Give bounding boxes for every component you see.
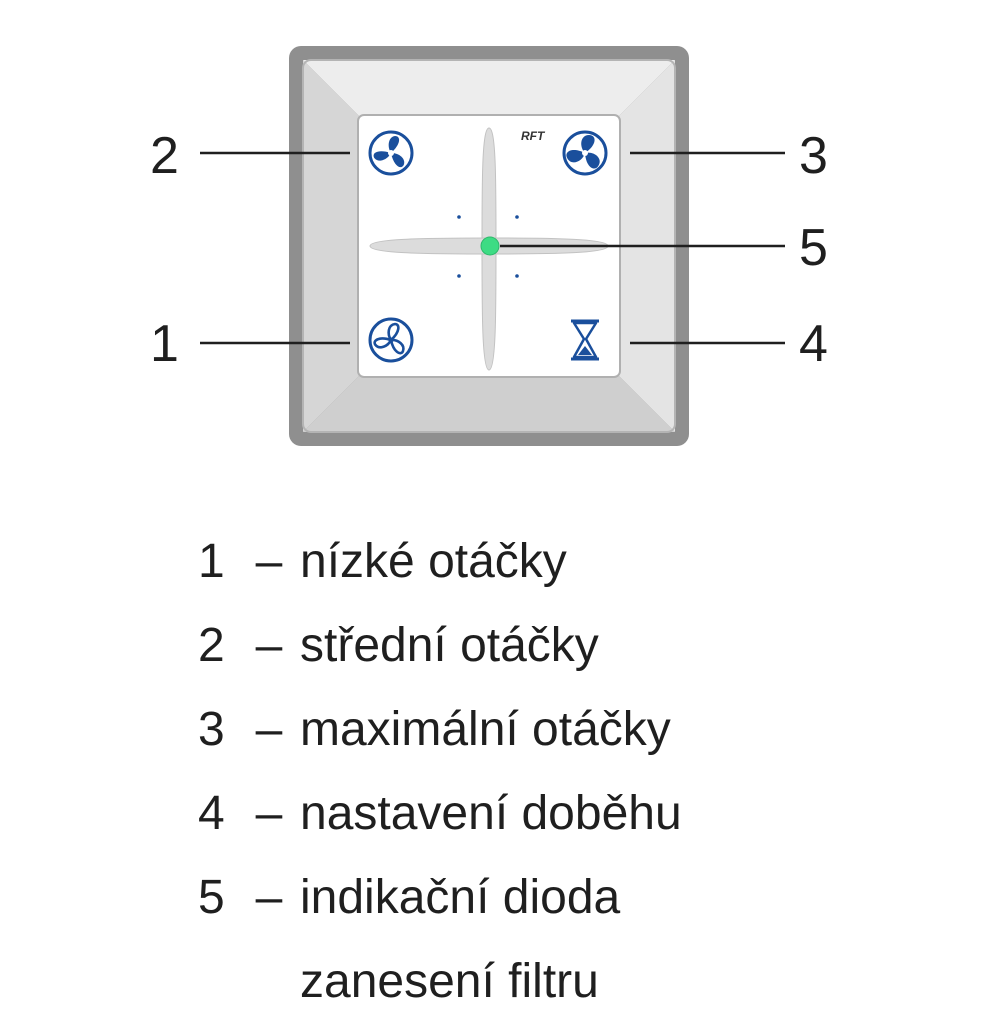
legend-dash: – [255,703,283,756]
callout-lines [200,151,785,345]
legend-item: 4 – nastavení doběhu [198,772,978,856]
led-indicator-icon [480,236,500,256]
fan-max-icon[interactable] [562,130,608,176]
legend-text: indikační dioda [300,871,621,924]
indicator-dots [457,215,519,278]
legend-number: 2 [198,619,225,672]
legend-text: nízké otáčky [300,535,567,588]
legend-text: střední otáčky [300,619,599,672]
legend-number: 5 [198,871,225,924]
callout-label-5: 5 [799,219,828,277]
callout-label-1: 1 [150,315,179,373]
fan-low-icon[interactable] [368,317,414,363]
fan-medium-icon[interactable] [368,130,414,176]
legend-dash: – [255,871,283,924]
callout-label-3: 3 [799,127,828,185]
legend-dash: – [255,535,283,588]
legend-dash: – [255,619,283,672]
legend-item: 2 – střední otáčky [198,604,978,688]
hourglass-icon[interactable] [571,319,599,361]
legend-number: 4 [198,787,225,840]
legend-text: nastavení doběhu [300,787,682,840]
legend-text: maximální otáčky [300,703,671,756]
legend: 1 – nízké otáčky 2 – střední otáčky 3 – … [198,520,978,1024]
legend-item: 3 – maximální otáčky [198,688,978,772]
control-panel-diagram: RFT [200,46,785,446]
callout-label-2: 2 [150,127,179,185]
legend-item: 1 – nízké otáčky [198,520,978,604]
legend-continuation: zanesení filtru [300,955,599,1008]
legend-number: 3 [198,703,225,756]
brand-mark: RFT [521,129,546,143]
legend-item: 5 – indikační dioda [198,856,978,940]
callout-label-4: 4 [799,315,828,373]
legend-number: 1 [198,535,225,588]
legend-dash: – [255,787,283,840]
